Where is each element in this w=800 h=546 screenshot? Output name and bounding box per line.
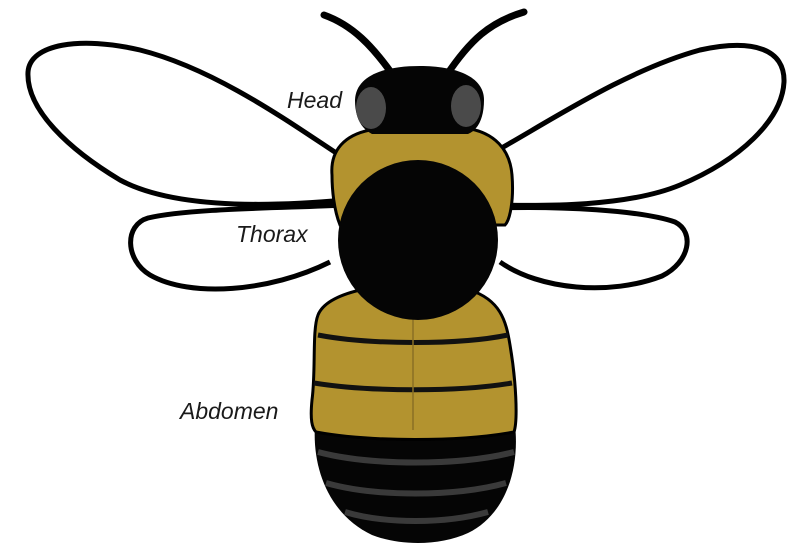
right-upper-wing xyxy=(480,45,784,205)
left-eye xyxy=(356,87,386,129)
label-head: Head xyxy=(287,89,342,112)
right-antenna xyxy=(446,12,524,76)
left-upper-wing xyxy=(28,43,350,204)
label-thorax: Thorax xyxy=(236,223,308,246)
left-lower-wing xyxy=(131,205,345,289)
right-lower-wing xyxy=(495,208,687,288)
label-abdomen: Abdomen xyxy=(180,400,278,423)
abdomen-lower xyxy=(315,425,516,543)
right-eye xyxy=(451,85,481,127)
thorax-black xyxy=(338,160,498,320)
left-antenna xyxy=(324,15,395,78)
